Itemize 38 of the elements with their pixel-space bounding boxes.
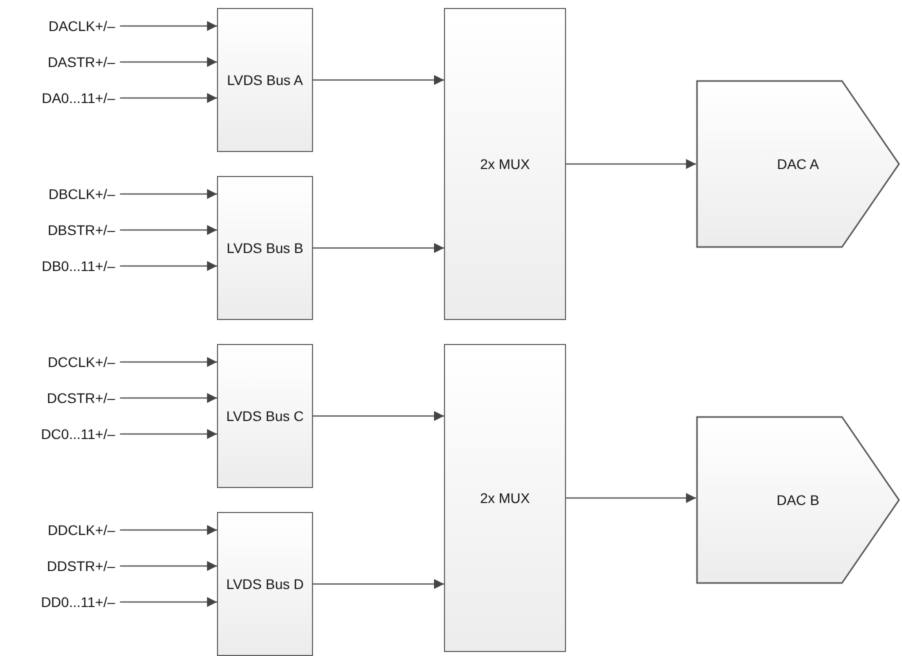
dac-label: DAC B — [776, 492, 820, 508]
signal-label: DCSTR+/– — [46, 390, 115, 406]
arrow — [566, 159, 696, 169]
signal-label: DDCLK+/– — [48, 522, 115, 538]
signal-label: DB0...11+/– — [42, 258, 115, 274]
arrow — [566, 493, 696, 503]
arrow — [120, 189, 217, 199]
arrow — [313, 411, 444, 421]
arrow — [120, 357, 217, 367]
lvds-block: LVDS Bus B — [217, 176, 313, 320]
lvds-block: LVDS Bus D — [217, 512, 313, 656]
arrow — [120, 429, 217, 439]
arrow — [120, 525, 217, 535]
dac-label: DAC A — [776, 156, 819, 172]
signal-label: DBSTR+/– — [48, 222, 115, 238]
arrow — [120, 261, 217, 271]
arrow — [313, 75, 444, 85]
arrow — [313, 579, 444, 589]
signal-label: DASTR+/– — [48, 54, 115, 70]
mux-block: 2x MUX — [444, 344, 566, 652]
arrow — [313, 243, 444, 253]
arrow — [120, 597, 217, 607]
signal-label: DDSTR+/– — [46, 558, 115, 574]
arrow — [120, 225, 217, 235]
arrow — [120, 57, 217, 67]
signal-label: DCCLK+/– — [48, 354, 115, 370]
signal-label: DD0...11+/– — [40, 594, 115, 610]
lvds-block: LVDS Bus A — [217, 8, 313, 152]
signal-label: DC0...11+/– — [40, 426, 115, 442]
arrow — [120, 561, 217, 571]
arrow — [120, 21, 217, 31]
mux-block: 2x MUX — [444, 8, 566, 320]
signal-label: DACLK+/– — [48, 18, 115, 34]
arrow — [120, 393, 217, 403]
signal-label: DA0...11+/– — [42, 90, 115, 106]
signal-label: DBCLK+/– — [48, 186, 115, 202]
arrow — [120, 93, 217, 103]
lvds-block: LVDS Bus C — [217, 344, 313, 488]
